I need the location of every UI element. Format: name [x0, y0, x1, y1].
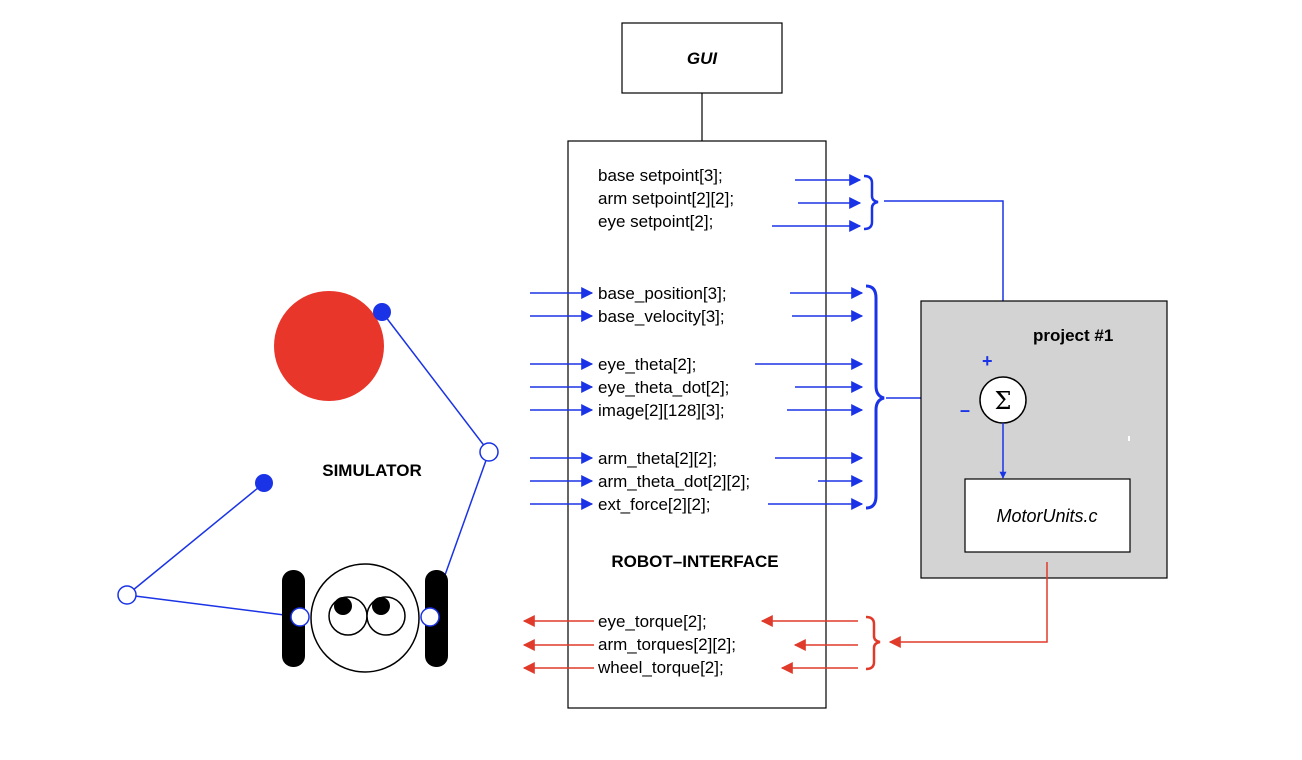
state-ext-force: ext_force[2][2]; — [598, 495, 710, 514]
left-arm-end — [255, 474, 273, 492]
state-signals: base_position[3]; base_velocity[3]; eye_… — [530, 284, 979, 514]
setpoint-brace — [863, 174, 879, 231]
simulator-illustration: SIMULATOR — [117, 291, 499, 673]
state-eye-theta-dot: eye_theta_dot[2]; — [598, 378, 729, 397]
robot-interface-block: ROBOT–INTERFACE — [567, 140, 827, 709]
red-ball — [274, 291, 384, 401]
setpoint-arm: arm setpoint[2][2]; — [598, 189, 734, 208]
setpoint-eye: eye setpoint[2]; — [598, 212, 713, 231]
project-title: project #1 — [1033, 326, 1113, 345]
left-pupil — [334, 597, 352, 615]
setpoint-signals: base setpoint[3]; arm setpoint[2][2]; ey… — [598, 166, 1007, 377]
robot-interface-title: ROBOT–INTERFACE — [611, 552, 778, 571]
state-image: image[2][128][3]; — [598, 401, 725, 420]
left-arm-elbow — [117, 585, 137, 605]
sum-symbol: Σ — [995, 387, 1012, 415]
torque-eye: eye_torque[2]; — [598, 612, 707, 631]
plus-sign: + — [982, 351, 993, 371]
torque-arm: arm_torques[2][2]; — [598, 635, 736, 654]
state-brace — [865, 284, 885, 510]
setpoint-base: base setpoint[3]; — [598, 166, 723, 185]
state-arm-theta: arm_theta[2][2]; — [598, 449, 717, 468]
state-arm-theta-dot: arm_theta_dot[2][2]; — [598, 472, 750, 491]
state-base-position: base_position[3]; — [598, 284, 727, 303]
state-eye-theta: eye_theta[2]; — [598, 355, 696, 374]
right-pupil — [372, 597, 390, 615]
motor-to-torque-arrow — [888, 562, 1048, 648]
gui-block: GUI — [621, 22, 783, 94]
right-shoulder — [420, 607, 440, 627]
simulator-label: SIMULATOR — [322, 461, 421, 480]
motor-units-block — [964, 478, 1131, 553]
right-arm-end — [373, 303, 391, 321]
torque-wheel: wheel_torque[2]; — [597, 658, 724, 677]
torque-signals: eye_torque[2]; arm_torques[2][2]; wheel_… — [522, 562, 1048, 677]
state-base-velocity: base_velocity[3]; — [598, 307, 725, 326]
project-block: project #1 Σ + – MotorUnits.c — [920, 300, 1168, 579]
left-shoulder — [290, 607, 310, 627]
motor-units-label: MotorUnits.c — [996, 506, 1097, 526]
left-arm — [125, 482, 301, 618]
minus-sign: – — [960, 400, 970, 420]
torque-brace — [865, 615, 881, 671]
gui-label: GUI — [687, 49, 719, 68]
right-arm-elbow — [479, 442, 499, 462]
